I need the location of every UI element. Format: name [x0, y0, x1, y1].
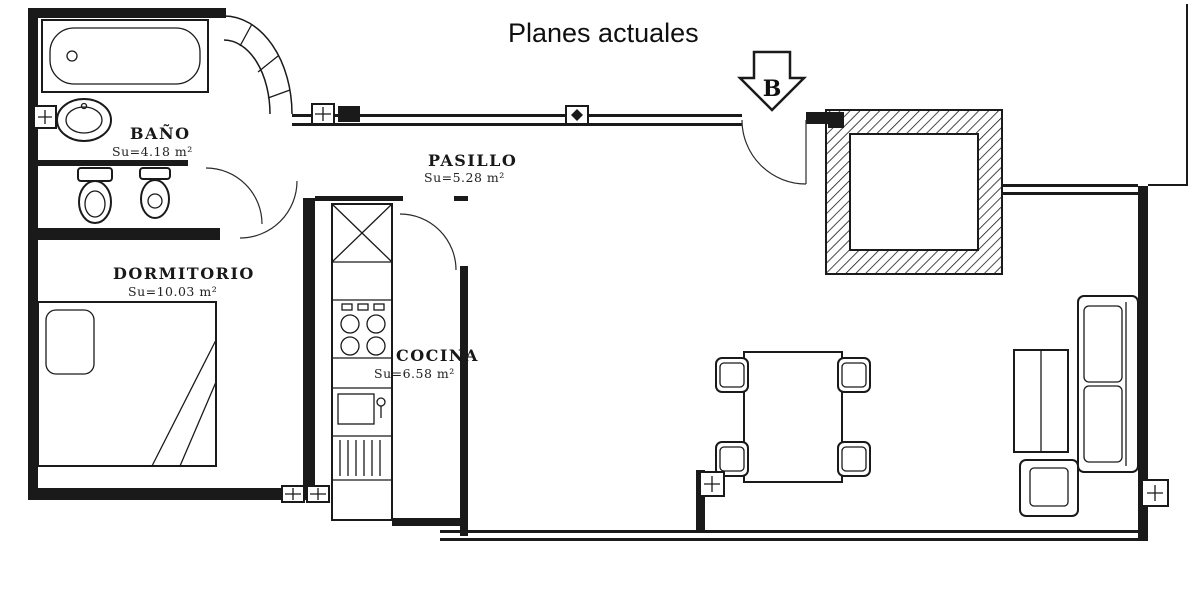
chair: [837, 357, 871, 393]
bathtub: [41, 19, 209, 93]
refrigerator: [331, 203, 393, 263]
elevator-shaft: [825, 109, 1003, 275]
room-label-cocina: COCINA: [396, 346, 479, 365]
sofa: [1077, 295, 1139, 473]
dish-rack: [339, 440, 381, 476]
radiator-icon: [33, 105, 57, 129]
washbasin: [56, 98, 112, 142]
walls: [28, 4, 1188, 541]
room-label-dormitorio: DORMITORIO: [113, 264, 255, 283]
kitchen-sink: [337, 393, 386, 425]
bathroom-door-arc: [205, 167, 263, 225]
room-label-bano: BAÑO: [130, 122, 191, 143]
dining-table: [743, 351, 843, 483]
chair: [715, 357, 749, 393]
room-area-dormitorio: Su=10.03 m²: [128, 284, 217, 299]
north-arrow-label: B: [763, 76, 782, 102]
page-title: Planes actuales: [508, 18, 699, 48]
junction-box-icon: [565, 105, 589, 125]
room-area-pasillo: Su=5.28 m²: [424, 170, 505, 185]
toilet: [77, 167, 113, 224]
labels: Planes actuales BAÑO Su=4.18 m² PASILLO …: [112, 18, 699, 381]
kitchen-door-arc: [399, 213, 457, 271]
armchair: [1019, 459, 1079, 517]
room-area-bano: Su=4.18 m²: [112, 144, 193, 159]
north-arrow: B: [736, 50, 808, 112]
chair: [715, 441, 749, 477]
kitchen-counter: [331, 203, 393, 521]
chair: [837, 441, 871, 477]
room-area-cocina: Su=6.58 m²: [374, 366, 455, 381]
stove: [340, 303, 386, 356]
meter-box-icon: [338, 106, 360, 122]
door-arcs: [205, 119, 807, 271]
radiator-icon: [311, 103, 335, 125]
radiator-icon: [306, 485, 330, 503]
room-label-pasillo: PASILLO: [428, 151, 517, 170]
entry-door-arc: [741, 119, 807, 185]
curved-wall: [223, 15, 293, 115]
bedroom-door-arc: [239, 180, 298, 239]
radiator-icon: [281, 485, 305, 503]
radiator-icon: [699, 471, 725, 497]
bed: [37, 301, 217, 467]
bidet: [139, 167, 171, 219]
side-table: [1013, 349, 1069, 453]
radiator-icon: [1141, 479, 1169, 507]
